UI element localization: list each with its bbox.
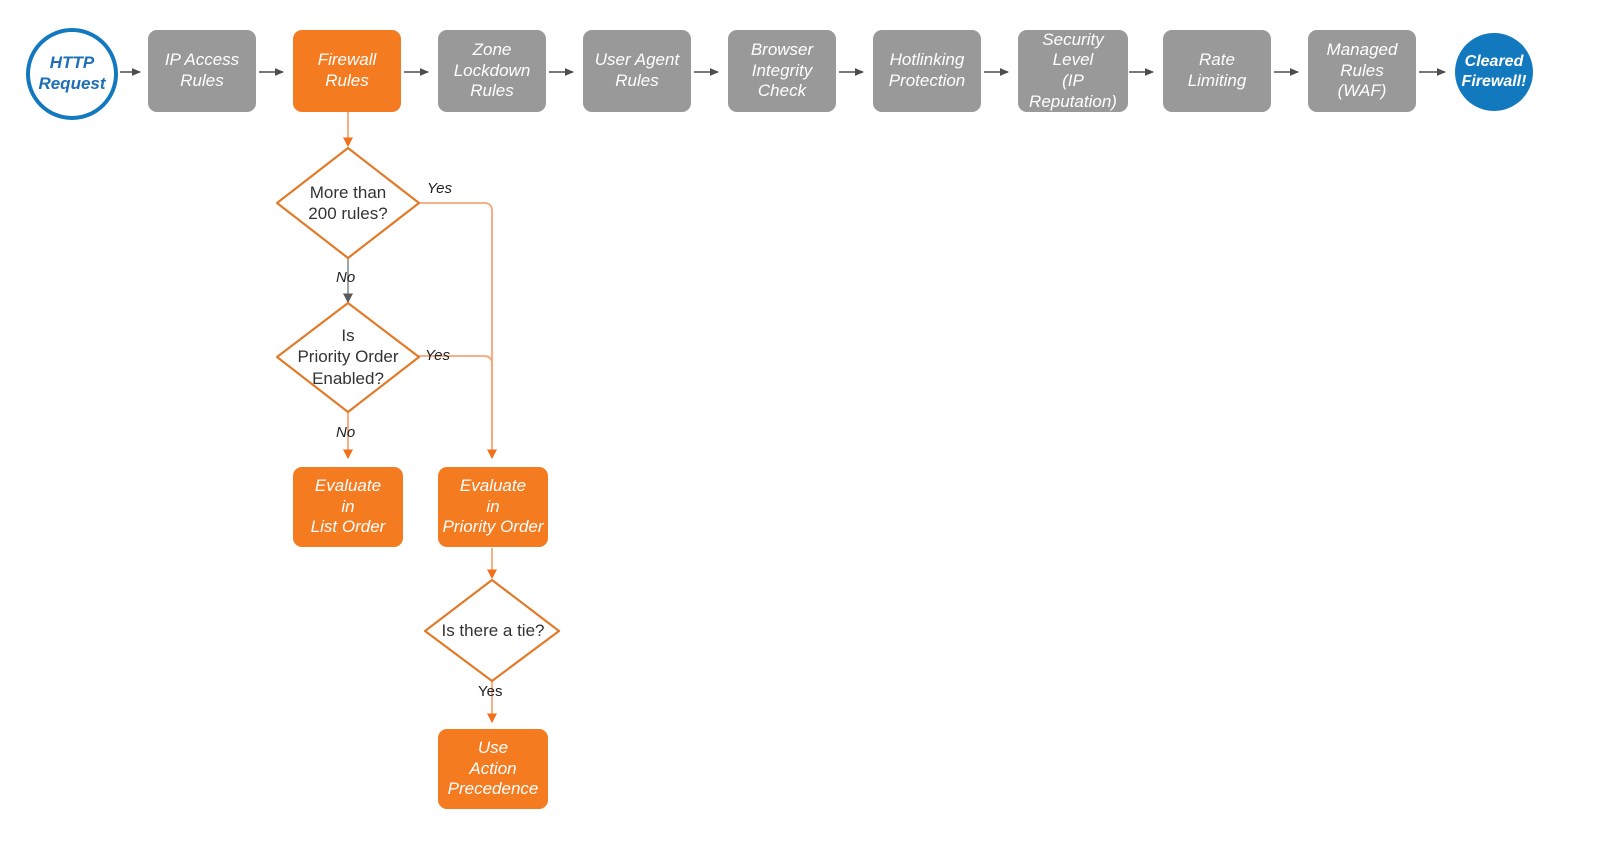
node-label: Cleared Firewall! xyxy=(1461,53,1527,90)
edge-label-priority-no: No xyxy=(336,424,356,441)
edge-label-priority-yes: Yes xyxy=(425,347,451,364)
node-use-action-precedence[interactable]: Use Action Precedence xyxy=(438,729,548,809)
node-label: Evaluate in Priority Order xyxy=(442,475,544,537)
decision-is-priority-order-enabled[interactable]: Is Priority Order Enabled? xyxy=(273,324,423,390)
decision-is-there-a-tie[interactable]: Is there a tie? xyxy=(427,616,559,646)
node-label: Evaluate in List Order xyxy=(310,475,386,537)
node-label: Firewall Rules xyxy=(317,50,377,90)
node-hotlinking-protection[interactable]: Hotlinking Protection xyxy=(873,30,981,112)
node-ip-access-rules[interactable]: IP Access Rules xyxy=(148,30,256,112)
node-label: Use Action Precedence xyxy=(447,737,539,799)
edge-label-tie-yes: Yes xyxy=(478,683,503,700)
node-label: Hotlinking Protection xyxy=(888,50,966,90)
decision-label: More than 200 rules? xyxy=(308,182,388,223)
node-evaluate-in-list-order[interactable]: Evaluate in List Order xyxy=(293,467,403,547)
node-cleared-firewall[interactable]: Cleared Firewall! xyxy=(1455,33,1533,111)
decision-label: Is there a tie? xyxy=(441,621,545,641)
edge-label-rules-yes: Yes xyxy=(427,180,453,197)
node-label: Zone Lockdown Rules xyxy=(453,39,531,101)
decision-more-than-200-rules[interactable]: More than 200 rules? xyxy=(278,170,418,236)
edge-decision2-yes xyxy=(418,355,493,440)
node-label: HTTP Request xyxy=(38,53,106,93)
node-user-agent-rules[interactable]: User Agent Rules xyxy=(583,30,691,112)
node-zone-lockdown-rules[interactable]: Zone Lockdown Rules xyxy=(438,30,546,112)
node-http-request[interactable]: HTTP Request xyxy=(26,28,118,120)
node-firewall-rules[interactable]: Firewall Rules xyxy=(293,30,401,112)
node-managed-rules-waf[interactable]: Managed Rules (WAF) xyxy=(1308,30,1416,112)
node-rate-limiting[interactable]: Rate Limiting xyxy=(1163,30,1271,112)
node-label: Browser Integrity Check xyxy=(750,39,814,101)
edge-decision1-yes xyxy=(418,202,497,459)
edge-label-rules-no: No xyxy=(336,269,356,286)
node-label: User Agent Rules xyxy=(594,50,680,90)
node-evaluate-in-priority-order[interactable]: Evaluate in Priority Order xyxy=(438,467,548,547)
node-label: Rate Limiting xyxy=(1187,50,1247,90)
node-label: Security Level (IP Reputation) xyxy=(1029,29,1117,111)
node-label: IP Access Rules xyxy=(164,50,240,90)
decision-label: Is Priority Order Enabled? xyxy=(297,326,399,388)
node-browser-integrity-check[interactable]: Browser Integrity Check xyxy=(728,30,836,112)
node-security-level[interactable]: Security Level (IP Reputation) xyxy=(1018,30,1128,112)
node-label: Managed Rules (WAF) xyxy=(1326,39,1398,101)
